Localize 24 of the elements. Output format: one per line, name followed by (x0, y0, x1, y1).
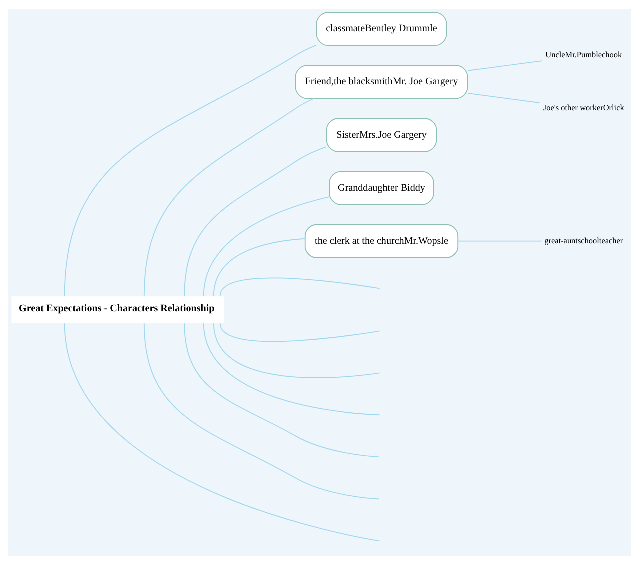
connector (458, 240, 542, 242)
connector (203, 196, 330, 297)
node-text: great-auntschoolteacher (544, 236, 624, 246)
connector (220, 278, 380, 297)
connector (213, 323, 380, 378)
connector (467, 60, 543, 72)
connector (184, 323, 380, 458)
node-box: SisterMrs.Joe Gargery (326, 118, 438, 152)
node-text: Joe's other workerOrlick (543, 104, 624, 113)
node-box: Granddaughter Biddy (329, 171, 434, 206)
node-text: UncleMr.Pumblechook (546, 50, 622, 60)
node-box: the clerk at the churchMr.Wopsle (304, 224, 459, 258)
connector (220, 323, 380, 342)
connector (144, 98, 314, 297)
node-box: classmateBentley Drummle (316, 12, 448, 46)
connector (64, 44, 318, 297)
connector (467, 93, 540, 104)
connector (184, 146, 327, 297)
connector (203, 323, 380, 416)
connector (213, 238, 306, 297)
connector (64, 323, 380, 542)
node-box: Great Expectations - Characters Relationship (12, 296, 224, 324)
connector (144, 323, 380, 500)
node-box: Friend,the blacksmithMr. Joe Gargery (295, 65, 468, 100)
